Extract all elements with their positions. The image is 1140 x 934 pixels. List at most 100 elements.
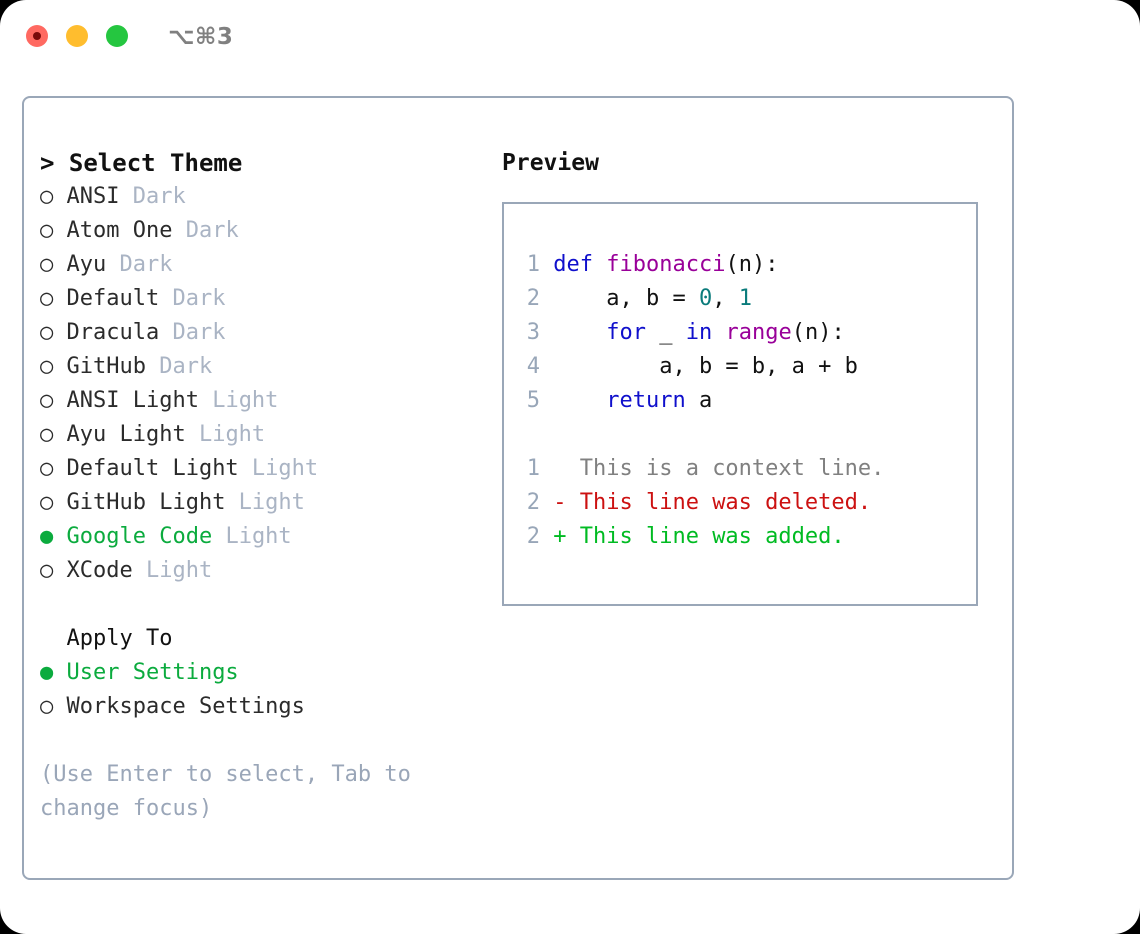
radio-unselected-icon: ○ (40, 184, 54, 209)
apply-to-option-list[interactable]: ● User Settings○ Workspace Settings (40, 656, 480, 724)
line-number: 2 (526, 286, 540, 311)
theme-option-default-light[interactable]: ○ Default Light Light (40, 452, 480, 486)
theme-option-label: GitHub (53, 354, 146, 379)
theme-variant-badge: Light (198, 388, 279, 413)
theme-option-github-light[interactable]: ○ GitHub Light Light (40, 486, 480, 520)
code-token-fn: range (725, 320, 792, 345)
theme-variant-badge: Light (185, 422, 266, 447)
theme-variant-badge: Dark (106, 252, 173, 277)
line-number: 2 (526, 524, 540, 549)
code-token-num: 0 (698, 286, 713, 311)
spacer (516, 418, 976, 452)
code-token-plain: a, b = b, a + b (553, 354, 858, 379)
radio-unselected-icon: ○ (40, 490, 54, 515)
theme-option-label: Ayu Light (53, 422, 186, 447)
theme-variant-badge: Dark (172, 218, 239, 243)
radio-unselected-icon: ○ (40, 694, 54, 719)
theme-option-atom-one[interactable]: ○ Atom One Dark (40, 214, 480, 248)
theme-variant-badge: Light (132, 558, 213, 583)
code-token-kw: return (606, 388, 686, 413)
window-controls (26, 25, 128, 47)
code-token-plain (553, 320, 606, 345)
diff-line-del: 2 - This line was deleted. (516, 486, 976, 520)
radio-unselected-icon: ○ (40, 320, 54, 345)
code-token-plain (553, 388, 606, 413)
theme-option-ansi-light[interactable]: ○ ANSI Light Light (40, 384, 480, 418)
apply-to-option-user-settings[interactable]: ● User Settings (40, 656, 480, 690)
radio-selected-icon: ● (40, 660, 54, 685)
line-number: 5 (526, 388, 540, 413)
diff-line-text: + This line was added. (553, 524, 845, 549)
keyboard-shortcut-label: ⌥⌘3 (168, 24, 234, 50)
radio-unselected-icon: ○ (40, 456, 54, 481)
minimize-button[interactable] (66, 25, 88, 47)
theme-option-label: Ayu (53, 252, 107, 277)
code-token-kw: for (606, 320, 646, 345)
code-token-plain: a (685, 388, 713, 413)
theme-option-ayu[interactable]: ○ Ayu Dark (40, 248, 480, 282)
diff-sample: 1 This is a context line.2 - This line w… (516, 452, 976, 554)
code-token-plain: (n): (725, 252, 779, 277)
theme-option-default[interactable]: ○ Default Dark (40, 282, 480, 316)
code-token-plain: (n): (791, 320, 845, 345)
code-token-plain: a, b = (553, 286, 699, 311)
theme-option-label: Dracula (53, 320, 160, 345)
apply-to-heading: Apply To (40, 626, 173, 651)
theme-option-label: Atom One (53, 218, 173, 243)
code-line: 4 a, b = b, a + b (516, 350, 976, 384)
theme-option-github[interactable]: ○ GitHub Dark (40, 350, 480, 384)
theme-variant-badge: Light (225, 490, 305, 515)
code-line: 2 a, b = 0, 1 (516, 282, 976, 316)
line-number: 2 (526, 490, 540, 515)
code-token-plain (712, 320, 725, 345)
apply-to-section: Apply To ● User Settings○ Workspace Sett… (40, 622, 480, 724)
theme-option-list[interactable]: ○ ANSI Dark○ Atom One Dark○ Ayu Dark○ De… (40, 180, 480, 588)
theme-option-ansi[interactable]: ○ ANSI Dark (40, 180, 480, 214)
theme-selection-column: > Select Theme ○ ANSI Dark○ Atom One Dar… (40, 146, 480, 826)
code-token-plain: , (712, 286, 739, 311)
theme-variant-badge: Dark (159, 320, 226, 345)
theme-option-label: XCode (53, 558, 133, 583)
diff-line-text: - This line was deleted. (553, 490, 872, 515)
apply-to-option-workspace-settings[interactable]: ○ Workspace Settings (40, 690, 480, 724)
radio-unselected-icon: ○ (40, 354, 54, 379)
theme-option-dracula[interactable]: ○ Dracula Dark (40, 316, 480, 350)
theme-variant-badge: Dark (119, 184, 186, 209)
apply-to-option-label: Workspace Settings (53, 694, 305, 719)
radio-unselected-icon: ○ (40, 388, 54, 413)
code-token-kw: def (553, 252, 607, 277)
code-token-num: 1 (738, 286, 752, 311)
main-panel: > Select Theme ○ ANSI Dark○ Atom One Dar… (22, 96, 1014, 880)
code-token-plain: _ (645, 320, 686, 345)
radio-selected-icon: ● (40, 524, 54, 549)
theme-option-ayu-light[interactable]: ○ Ayu Light Light (40, 418, 480, 452)
line-number: 4 (526, 354, 540, 379)
line-number: 1 (526, 252, 540, 277)
theme-option-label: Google Code (53, 524, 213, 549)
preview-heading: Preview (502, 150, 599, 176)
preview-column: Preview 1 def fibonacci(n):2 a, b = 0, 1… (502, 146, 992, 606)
select-theme-heading: > Select Theme (40, 149, 243, 177)
close-button[interactable] (26, 25, 48, 47)
radio-unselected-icon: ○ (40, 558, 54, 583)
theme-option-xcode[interactable]: ○ XCode Light (40, 554, 480, 588)
code-token-kw: in (685, 320, 713, 345)
theme-option-label: Default (53, 286, 160, 311)
theme-variant-badge: Dark (145, 354, 213, 379)
theme-option-label: GitHub Light (53, 490, 226, 515)
maximize-button[interactable] (106, 25, 128, 47)
theme-option-label: ANSI Light (53, 388, 199, 413)
radio-unselected-icon: ○ (40, 252, 54, 277)
radio-unselected-icon: ○ (40, 218, 54, 243)
code-token-fn: fibonacci (606, 252, 726, 277)
apply-to-option-label: User Settings (53, 660, 239, 685)
code-line: 5 return a (516, 384, 976, 418)
line-number: 1 (526, 456, 540, 481)
theme-variant-badge: Light (212, 524, 292, 549)
theme-option-google-code[interactable]: ● Google Code Light (40, 520, 480, 554)
theme-variant-badge: Light (238, 456, 319, 481)
diff-line-add: 2 + This line was added. (516, 520, 976, 554)
radio-unselected-icon: ○ (40, 422, 54, 447)
code-line: 1 def fibonacci(n): (516, 248, 976, 282)
